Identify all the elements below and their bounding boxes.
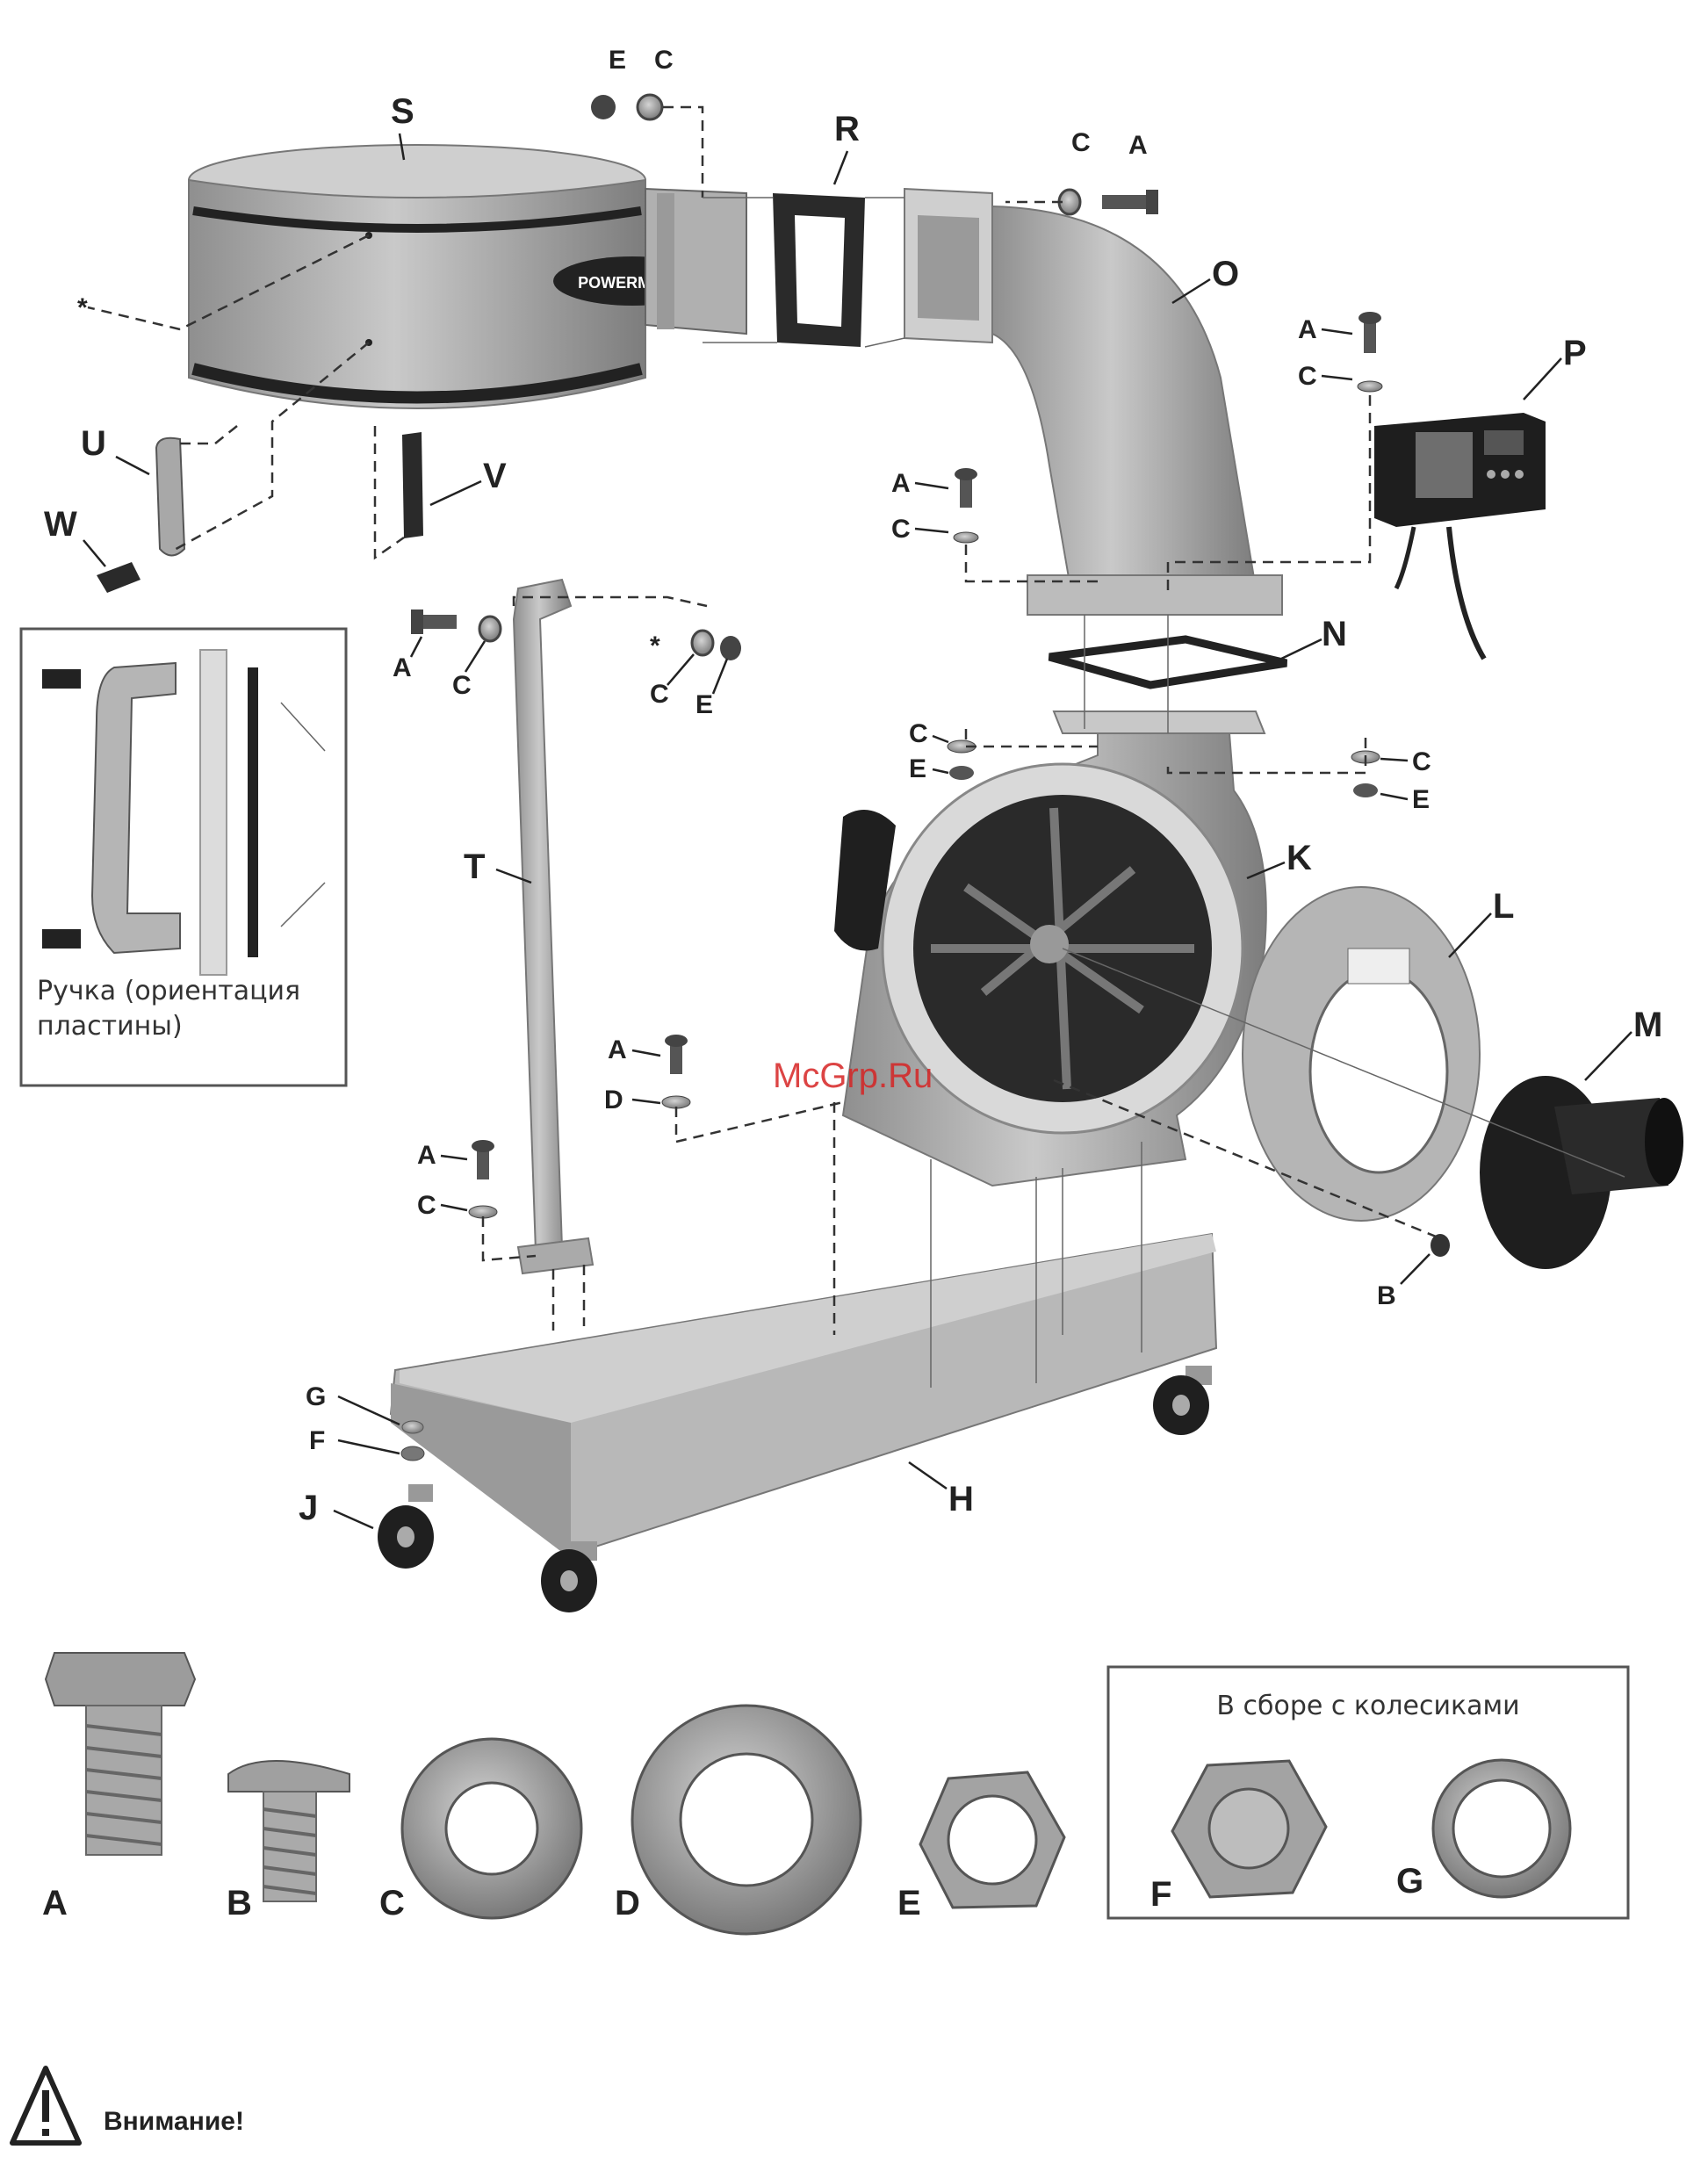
label-H: H xyxy=(948,1480,974,1518)
screw-W xyxy=(97,562,141,593)
handle-U xyxy=(156,438,184,556)
inset-caption-line1: Ручка (ориентация xyxy=(37,976,300,1006)
callout-A-O: A xyxy=(891,469,911,498)
warning-text: Внимание! xyxy=(104,2107,244,2136)
label-T: T xyxy=(464,848,485,886)
watermark: McGrp.Ru xyxy=(773,1057,933,1095)
callout-E-K-right: E xyxy=(1412,785,1430,814)
hex-nut-E: E xyxy=(897,1772,1064,1922)
label-O: O xyxy=(1212,255,1239,293)
callout-C-star: C xyxy=(650,680,669,709)
legend-label-D: D xyxy=(615,1884,640,1922)
inlet-plate-L xyxy=(1243,887,1480,1221)
fender-washer-D: D xyxy=(615,1706,861,1934)
label-M: M xyxy=(1633,1006,1662,1044)
callout-E-star: E xyxy=(695,690,713,719)
callout-C-K-left: C xyxy=(909,719,928,748)
screw-B: B xyxy=(227,1761,350,1922)
support-post-T xyxy=(514,580,593,1273)
callout-A-T: A xyxy=(393,653,412,682)
canister-inlet-adapter xyxy=(645,189,746,334)
legend-label-C: C xyxy=(379,1884,405,1922)
hex-bolt-A: A xyxy=(42,1653,195,1922)
callout-G: G xyxy=(306,1382,326,1411)
warning-note: Внимание! xyxy=(12,2068,244,2143)
filter-canister-S: POWERMATIC xyxy=(189,145,711,408)
label-R: R xyxy=(834,110,860,148)
label-K: K xyxy=(1286,839,1312,877)
callout-C-K-right: C xyxy=(1412,747,1431,776)
label-S: S xyxy=(391,92,414,131)
bracket-V xyxy=(402,432,423,538)
callout-B: B xyxy=(1377,1281,1396,1310)
legend-label-E: E xyxy=(897,1884,921,1922)
caster-back-right xyxy=(1153,1366,1212,1435)
caster-hardware-box: В сборе с колесиками F G xyxy=(1108,1667,1628,1918)
warning-triangle-icon xyxy=(12,2068,79,2143)
callout-E-K-left: E xyxy=(909,754,926,783)
flat-washer-C: C xyxy=(379,1739,581,1922)
callout-C-P: C xyxy=(1298,362,1317,391)
callout-A-base: A xyxy=(417,1141,436,1170)
callout-C-top: C xyxy=(654,46,674,75)
label-U: U xyxy=(81,424,106,463)
callout-A-P: A xyxy=(1298,315,1317,344)
callout-A-K: A xyxy=(608,1035,627,1064)
callout-C-O: C xyxy=(891,515,911,544)
elbow-duct-O xyxy=(904,189,1282,615)
callout-star-right: * xyxy=(650,631,660,660)
inlet-hood-M xyxy=(1480,1076,1683,1269)
caster-nut-F xyxy=(401,1446,424,1461)
callout-F: F xyxy=(309,1426,325,1455)
caster-box-title: В сборе с колесиками xyxy=(1216,1691,1519,1721)
callout-A-right: A xyxy=(1128,131,1148,160)
callout-E-top: E xyxy=(609,46,626,75)
legend-label-B: B xyxy=(227,1884,252,1922)
label-L: L xyxy=(1493,887,1514,926)
callout-C-T: C xyxy=(452,671,472,700)
inset-caption-line2: пластины) xyxy=(37,1011,183,1042)
control-box-P xyxy=(1374,413,1546,659)
callout-C-right: C xyxy=(1071,128,1091,157)
gasket-R xyxy=(773,193,865,347)
label-V: V xyxy=(483,457,507,495)
callout-star-left: * xyxy=(77,293,88,322)
legend-label-G: G xyxy=(1396,1862,1423,1901)
label-N: N xyxy=(1322,615,1347,653)
legend-label-F: F xyxy=(1150,1875,1171,1914)
label-W: W xyxy=(44,505,77,544)
cart-base-H xyxy=(391,1234,1216,1559)
caster-J-front-left xyxy=(378,1484,434,1569)
caster-front-center xyxy=(541,1541,597,1612)
label-J: J xyxy=(299,1489,318,1527)
handle-orientation-inset: Ручка (ориентация пластины) xyxy=(21,629,346,1086)
hardware-legend: A B C D E В сборе с колес xyxy=(42,1653,1628,1934)
blower-housing-K xyxy=(834,711,1266,1186)
caster-washer-G xyxy=(402,1421,423,1433)
label-P: P xyxy=(1563,334,1587,372)
callout-C-base: C xyxy=(417,1191,436,1220)
callout-D-K: D xyxy=(604,1086,623,1114)
legend-label-A: A xyxy=(42,1884,68,1922)
